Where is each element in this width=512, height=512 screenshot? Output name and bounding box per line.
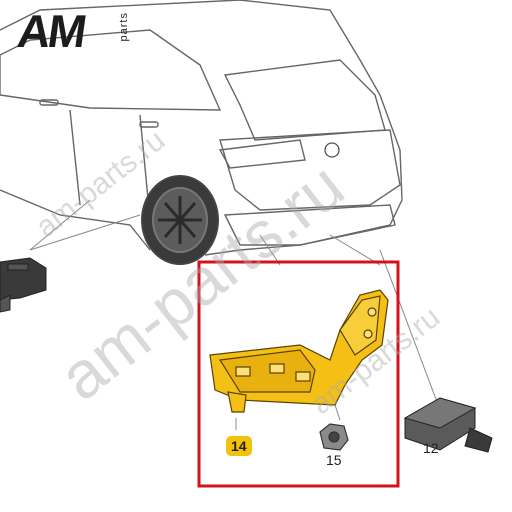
highlight-frame bbox=[197, 260, 400, 488]
part-12-module bbox=[403, 397, 493, 453]
part-15-nut bbox=[319, 423, 349, 451]
part-12-left-module bbox=[0, 257, 47, 313]
car-illustration bbox=[0, 0, 403, 256]
vw-emblem bbox=[324, 142, 340, 158]
callout-12: 12 bbox=[423, 440, 439, 456]
logo-subtitle: parts bbox=[118, 12, 130, 42]
car-wheel bbox=[141, 175, 219, 265]
leader-lines bbox=[29, 199, 441, 430]
callout-15: 15 bbox=[326, 452, 342, 468]
callout-14: 14 bbox=[226, 436, 252, 456]
part-14-bracket bbox=[209, 289, 389, 413]
am-parts-logo: AM bbox=[14, 5, 88, 57]
